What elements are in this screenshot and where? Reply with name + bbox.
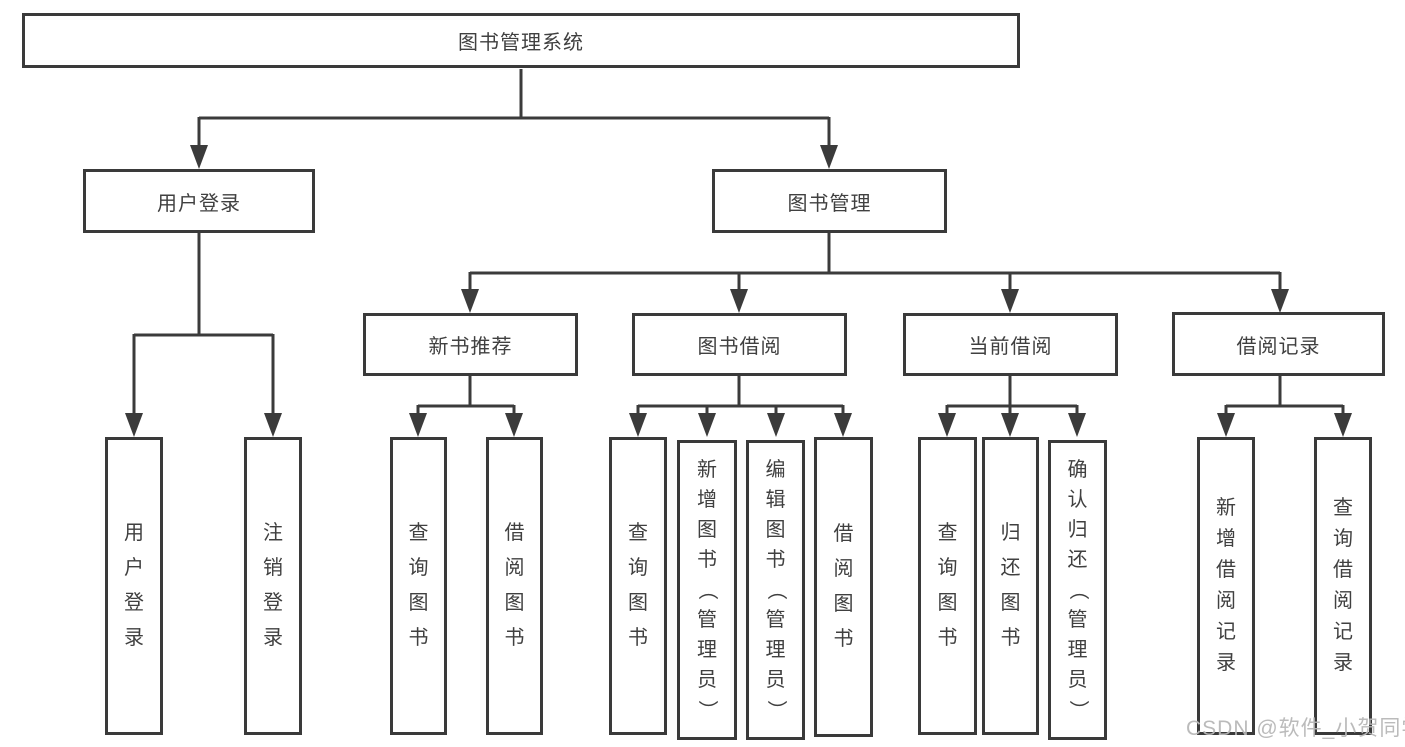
leaf-query-borrow-record: 查询借阅记录 xyxy=(1314,437,1372,735)
node-root: 图书管理系统 xyxy=(22,13,1020,68)
leaf-query-borrow-record-label: 查询借阅记录 xyxy=(1333,497,1353,674)
leaf-query-books-2: 查询图书 xyxy=(609,437,667,735)
node-root-label: 图书管理系统 xyxy=(458,32,584,54)
leaf-add-borrow-record-label: 新增借阅记录 xyxy=(1216,497,1236,674)
leaf-confirm-return-admin-label: 确认归还（管理员） xyxy=(1066,459,1089,720)
leaf-query-books-1: 查询图书 xyxy=(390,437,447,735)
leaf-user-login: 用户登录 xyxy=(105,437,163,735)
node-book-management: 图书管理 xyxy=(712,169,947,233)
csdn-watermark: CSDN @软件_小贺同学 xyxy=(1186,717,1405,740)
leaf-return-books-label: 归还图书 xyxy=(1000,522,1021,649)
node-user-login-label: 用户登录 xyxy=(157,192,241,215)
leaf-add-book-admin: 新增图书（管理员） xyxy=(677,440,737,740)
leaf-borrow-books-1: 借阅图书 xyxy=(486,437,543,735)
leaf-query-books-1-label: 查询图书 xyxy=(408,522,429,649)
leaf-query-books-3-label: 查询图书 xyxy=(937,522,958,649)
node-borrowing-records-label: 借阅记录 xyxy=(1236,335,1321,358)
node-new-book-recommendation-label: 新书推荐 xyxy=(428,336,513,358)
node-book-borrowing: 图书借阅 xyxy=(632,313,847,376)
leaf-edit-book-admin-label: 编辑图书（管理员） xyxy=(764,459,787,720)
leaf-query-books-2-label: 查询图书 xyxy=(628,522,648,649)
leaf-return-books: 归还图书 xyxy=(982,437,1039,735)
leaf-logout-label: 注销登录 xyxy=(263,522,283,649)
node-new-book-recommendation: 新书推荐 xyxy=(363,313,578,376)
node-borrowing-records: 借阅记录 xyxy=(1172,312,1385,376)
leaf-user-login-label: 用户登录 xyxy=(124,522,144,649)
node-book-management-label: 图书管理 xyxy=(787,192,872,215)
leaf-add-book-admin-label: 新增图书（管理员） xyxy=(696,459,718,720)
node-current-borrowing-label: 当前借阅 xyxy=(968,336,1053,358)
node-user-login: 用户登录 xyxy=(83,169,315,233)
leaf-edit-book-admin: 编辑图书（管理员） xyxy=(746,440,805,740)
leaf-borrow-books-1-label: 借阅图书 xyxy=(504,522,525,649)
leaf-logout: 注销登录 xyxy=(244,437,302,735)
leaf-borrow-books-2: 借阅图书 xyxy=(814,437,873,737)
leaf-add-borrow-record: 新增借阅记录 xyxy=(1197,437,1255,735)
leaf-confirm-return-admin: 确认归还（管理员） xyxy=(1048,440,1107,740)
node-book-borrowing-label: 图书借阅 xyxy=(697,336,782,358)
leaf-query-books-3: 查询图书 xyxy=(918,437,977,735)
node-current-borrowing: 当前借阅 xyxy=(903,313,1118,376)
leaf-borrow-books-2-label: 借阅图书 xyxy=(833,523,854,650)
